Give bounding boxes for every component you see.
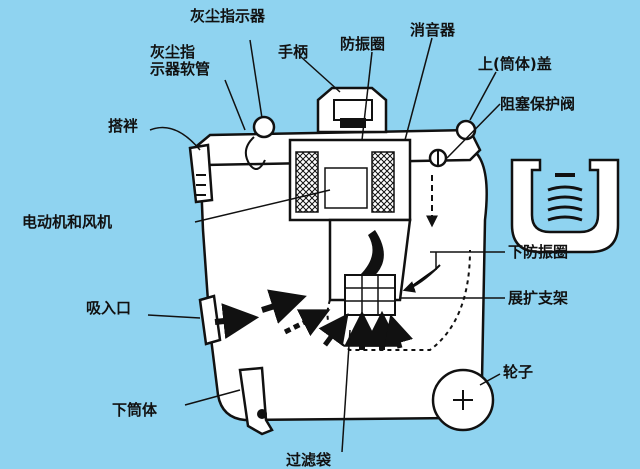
label-expansion-bracket: 展扩支架 bbox=[508, 289, 569, 307]
dust-indicator-knob bbox=[252, 115, 276, 139]
label-motor-and-fan: 电动机和风机 bbox=[22, 213, 113, 231]
valve-detail bbox=[510, 158, 620, 254]
latch-part bbox=[188, 143, 214, 204]
label-block-protection-valve: 阻塞保护阀 bbox=[500, 95, 576, 113]
label-silencer: 消音器 bbox=[410, 21, 456, 39]
label-handle: 手柄 bbox=[278, 43, 309, 61]
label-dust-indicator-hose: 灰尘指 示器软管 bbox=[150, 43, 211, 78]
label-filter-bag: 过滤袋 bbox=[286, 451, 332, 469]
label-suction-inlet: 吸入口 bbox=[86, 299, 132, 317]
label-lower-cylinder: 下筒体 bbox=[112, 401, 158, 419]
label-dust-indicator: 灰尘指示器 bbox=[190, 7, 266, 25]
valve-knob bbox=[455, 119, 477, 141]
label-latch: 搭袢 bbox=[108, 117, 139, 135]
label-upper-cover: 上(筒体)盖 bbox=[478, 55, 552, 73]
label-lower-anti-vibration-ring: 下防振圈 bbox=[508, 243, 569, 261]
suction-inlet-part bbox=[198, 294, 222, 346]
label-wheel: 轮子 bbox=[503, 363, 534, 381]
label-anti-vibration-ring: 防振圈 bbox=[340, 35, 386, 53]
